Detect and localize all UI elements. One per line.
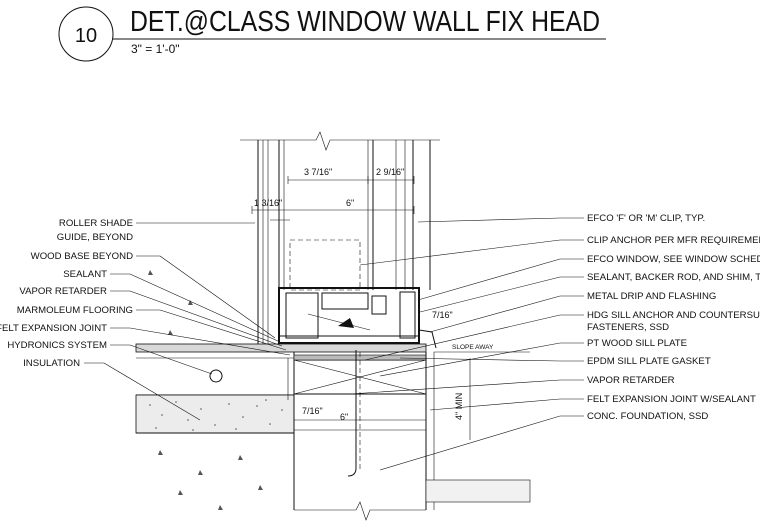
- right-leaders: [349, 217, 584, 471]
- window-sill-extrusion: [278, 287, 420, 344]
- dim-7-16-right: 7/16": [432, 310, 453, 320]
- metal-drip: [418, 329, 437, 349]
- detail-scale: 3" = 1'-0": [131, 42, 180, 56]
- dim-2-9-16: 2 9/16": [376, 167, 404, 177]
- label-sealant: SEALANT: [63, 269, 107, 280]
- detail-number: 10: [75, 25, 97, 47]
- label-roller-shade: ROLLER SHADE: [59, 218, 133, 229]
- detail-title: DET.@CLASS WINDOW WALL FIX HEAD: [130, 6, 600, 38]
- foundation-wall: [293, 351, 531, 521]
- label-clip-anchor: CLIP ANCHOR PER MFR REQUIREMENTS: [587, 235, 760, 246]
- label-marmoleum: MARMOLEUM FLOORING: [17, 305, 133, 316]
- label-efco-window: EFCO WINDOW, SEE WINDOW SCHEDULE: [587, 254, 760, 265]
- label-efco-clip: EFCO 'F' OR 'M' CLIP, TYP.: [587, 213, 705, 224]
- label-vapor-retarder-left: VAPOR RETARDER: [19, 286, 107, 297]
- label-hydronics: HYDRONICS SYSTEM: [7, 340, 107, 351]
- label-conc-foundation: CONC. FOUNDATION, SSD: [587, 411, 708, 422]
- label-pt-wood-sill: PT WOOD SILL PLATE: [587, 338, 687, 349]
- window-frame-vertical: [240, 131, 440, 345]
- label-epdm-gasket: EPDM SILL PLATE GASKET: [587, 356, 711, 367]
- dim-7-16-bottom: 7/16": [302, 406, 323, 416]
- label-felt-joint-sealant: FELT EXPANSION JOINT W/SEALANT: [587, 394, 756, 405]
- dim-3-7-16: 3 7/16": [304, 167, 332, 177]
- hydronic-tube: [209, 369, 223, 383]
- dim-1-3-16: 1 3/16": [254, 198, 282, 208]
- floor-assembly: [135, 343, 427, 510]
- dimension-lines-top: [251, 176, 415, 221]
- insulation-hatch: [149, 399, 283, 431]
- label-felt-expansion: FELT EXPANSION JOINT: [0, 323, 107, 334]
- glazing-unit-beyond: [289, 239, 361, 291]
- sill-anchor-hook: [347, 467, 357, 477]
- slope-note: SLOPE AWAY: [452, 344, 494, 351]
- label-hdg-sill-anchor: HDG SILL ANCHOR AND COUNTERSUNK: [587, 310, 760, 321]
- concrete-hatch: [148, 270, 263, 510]
- label-vapor-retarder-right: VAPOR RETARDER: [587, 375, 675, 386]
- label-metal-drip: METAL DRIP AND FLASHING: [587, 291, 716, 302]
- left-leaders: [84, 222, 291, 421]
- detail-number-circle: [58, 6, 114, 62]
- label-wood-base: WOOD BASE BEYOND: [31, 251, 133, 262]
- label-sealant-backer: SEALANT, BACKER ROD, AND SHIM, TYP.: [587, 272, 760, 283]
- label-insulation: INSULATION: [23, 358, 80, 369]
- label-hdg-sill-anchor-2: FASTENERS, SSD: [587, 322, 669, 333]
- dim-6-bottom: 6": [340, 412, 348, 422]
- dim-6-top: 6": [346, 198, 354, 208]
- dim-4-min: 4" MIN: [454, 393, 464, 420]
- label-roller-shade-2: GUIDE, BEYOND: [57, 232, 133, 243]
